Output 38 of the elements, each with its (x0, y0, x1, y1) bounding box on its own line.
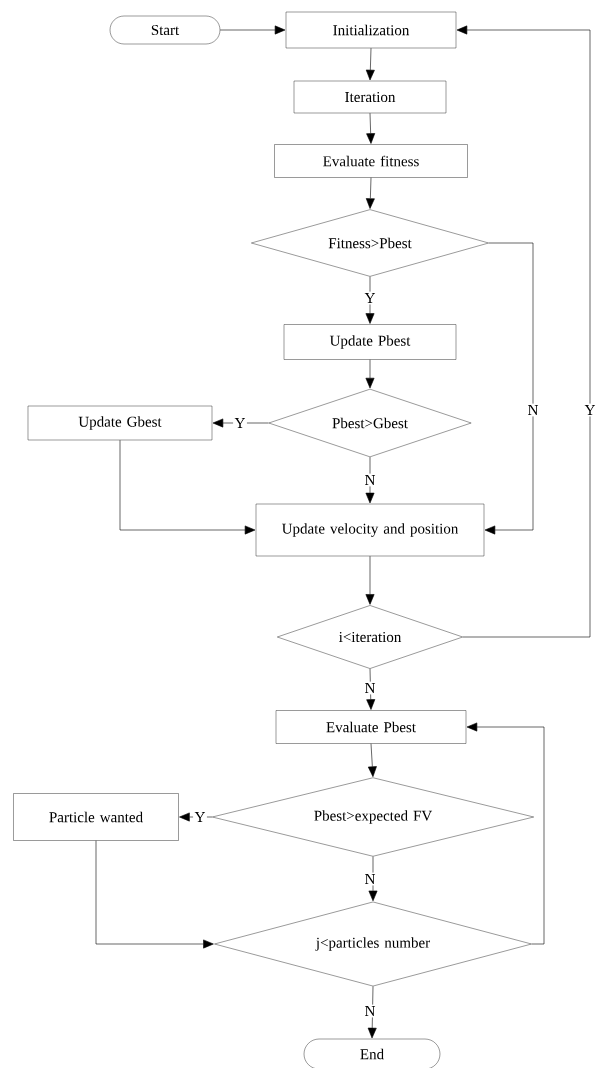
arrow (368, 856, 378, 902)
arrow (466, 722, 545, 945)
edge-label: Y (363, 291, 377, 305)
process-box: Particle wanted (13, 793, 179, 841)
process-box: Evaluate Pbest (275, 710, 467, 744)
arrow (179, 812, 213, 822)
arrow (365, 47, 375, 81)
arrow (367, 986, 377, 1039)
arrow (366, 112, 376, 144)
arrow (456, 25, 591, 638)
arrow (119, 439, 256, 535)
arrow (219, 25, 286, 35)
process-box: Evaluate fitness (274, 144, 468, 178)
process-box: Initialization (285, 11, 457, 49)
edge-label: Y (193, 810, 207, 824)
arrow (366, 668, 376, 710)
arrow (365, 276, 375, 324)
arrow (365, 456, 375, 504)
terminal-box: Start (109, 15, 221, 45)
arrow (365, 177, 375, 209)
arrow (484, 242, 534, 535)
arrow (95, 840, 214, 949)
edge-label: Y (583, 403, 597, 417)
arrow (365, 555, 375, 605)
edge-label: N (363, 473, 377, 487)
edge-label: N (363, 1004, 377, 1018)
arrow (367, 743, 377, 777)
arrow (212, 418, 269, 428)
process-box: Update Gbest (27, 405, 213, 441)
process-box: Update Pbest (283, 324, 457, 360)
edge-label: N (363, 681, 377, 695)
edge-label: N (526, 403, 540, 417)
arrow (365, 359, 375, 389)
process-box: Iteration (293, 80, 447, 114)
terminal-box: End (303, 1038, 441, 1068)
edge-label: Y (233, 416, 247, 430)
edge-label: N (363, 872, 377, 886)
process-box: Update velocity and position (255, 503, 485, 557)
